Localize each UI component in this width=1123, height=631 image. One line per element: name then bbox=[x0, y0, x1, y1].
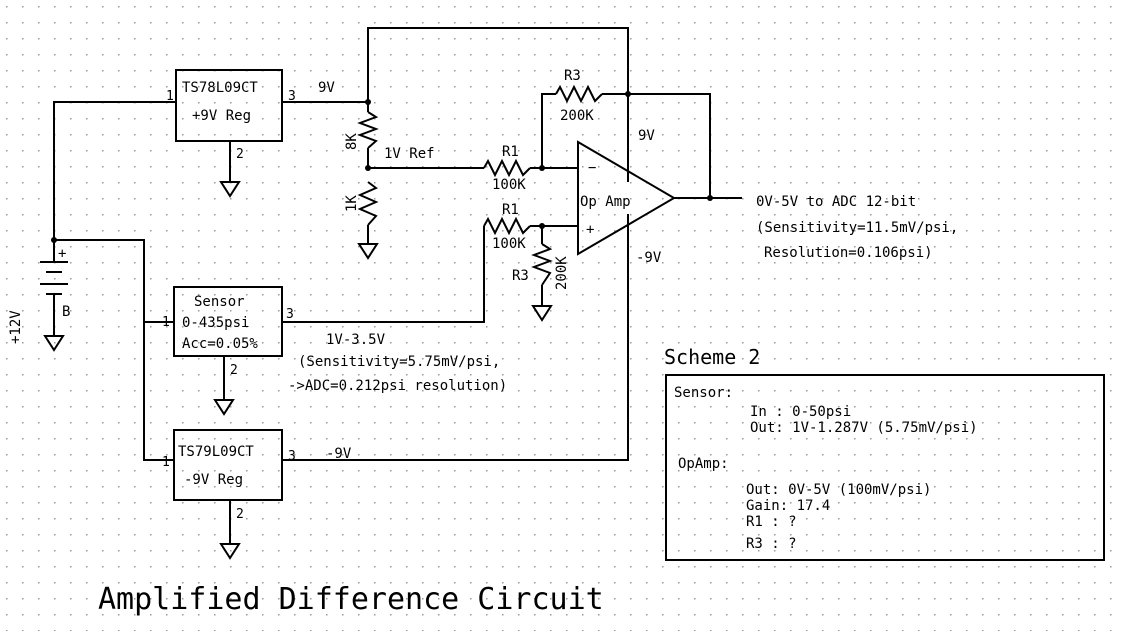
battery-name: B bbox=[62, 304, 70, 320]
reg-neg-part: TS79L09CT bbox=[178, 444, 254, 460]
scheme-heading: Scheme 2 bbox=[664, 345, 760, 369]
ref-label: 1V Ref bbox=[384, 146, 435, 162]
r1-bottom-name: R1 bbox=[502, 202, 519, 218]
resistor-divider-top: 8K bbox=[344, 111, 379, 150]
scheme-gain: Gain: 17.4 bbox=[746, 498, 830, 514]
r1-top-name: R1 bbox=[502, 144, 519, 160]
junctions bbox=[51, 91, 713, 243]
scheme-sensor-title: Sensor: bbox=[674, 385, 733, 401]
resistor-divider-bottom: 1K bbox=[344, 181, 379, 226]
resistor-r3-bottom: R3 200K bbox=[512, 243, 570, 290]
scheme-r3: R3 : ? bbox=[746, 536, 797, 552]
battery-plus: + bbox=[58, 246, 66, 262]
ground-icon bbox=[357, 243, 379, 260]
reg-neg-desc: -9V Reg bbox=[184, 472, 243, 488]
r1-top-value: 100K bbox=[492, 177, 526, 193]
r3-bottom-value: 200K bbox=[554, 256, 570, 290]
opamp-plus: + bbox=[586, 222, 594, 238]
sensor-acc: Acc=0.05% bbox=[182, 336, 258, 352]
reg-neg-pin-gnd: 2 bbox=[236, 507, 244, 522]
regulator-positive: TS78L09CT +9V Reg 1 3 2 9V bbox=[166, 69, 335, 162]
scheme-opamp-title: OpAmp: bbox=[678, 456, 729, 472]
reg-pos-pin-out: 3 bbox=[288, 89, 296, 104]
reg-neg-pin-in: 1 bbox=[162, 455, 170, 470]
ground-icon bbox=[213, 399, 235, 416]
sensor-pin-out: 3 bbox=[286, 307, 294, 322]
divider-top-value: 8K bbox=[344, 133, 360, 150]
sensor-pin-gnd: 2 bbox=[230, 363, 238, 378]
divider-bottom-value: 1K bbox=[344, 195, 360, 212]
ground-icon bbox=[531, 305, 553, 322]
sensor-range: 0-435psi bbox=[182, 315, 249, 331]
r3-bottom-name: R3 bbox=[512, 268, 529, 284]
regulator-negative: TS79L09CT -9V Reg 1 3 2 -9V bbox=[162, 429, 352, 522]
opamp-vneg: -9V bbox=[636, 250, 662, 266]
r1-bottom-value: 100K bbox=[492, 236, 526, 252]
wires bbox=[53, 27, 742, 544]
sensor-note-2: ->ADC=0.212psi resolution) bbox=[288, 378, 507, 394]
resistor-r1-top: R1 100K bbox=[483, 144, 531, 193]
reg-pos-pin-in: 1 bbox=[166, 89, 174, 104]
sensor-note-1: (Sensitivity=5.75mV/psi, bbox=[298, 354, 500, 370]
reg-pos-out-label: 9V bbox=[318, 80, 335, 96]
sensor-block: Sensor 0-435psi Acc=0.05% 1 3 2 1V-3.5V … bbox=[162, 286, 507, 394]
ground-icon bbox=[43, 335, 65, 352]
scheme-sensor-out: Out: 1V-1.287V (5.75mV/psi) bbox=[750, 420, 978, 436]
ground-icon bbox=[219, 181, 241, 198]
op-amp: − + Op Amp 9V -9V bbox=[577, 128, 676, 266]
resistor-r3-top: R3 200K bbox=[555, 68, 603, 124]
sensor-out-range: 1V-3.5V bbox=[326, 332, 386, 348]
scheme-panel: Scheme 2 Sensor: In : 0-50psi Out: 1V-1.… bbox=[664, 345, 1105, 561]
resistor-r1-bottom: R1 100K bbox=[483, 202, 531, 252]
r3-top-value: 200K bbox=[560, 108, 594, 124]
sensor-name: Sensor bbox=[194, 294, 245, 310]
reg-pos-desc: +9V Reg bbox=[192, 108, 251, 124]
reg-pos-part: TS78L09CT bbox=[182, 80, 258, 96]
output-line-1: 0V-5V to ADC 12-bit bbox=[756, 194, 916, 210]
opamp-label: Op Amp bbox=[580, 194, 631, 210]
output-annotation: 0V-5V to ADC 12-bit (Sensitivity=11.5mV/… bbox=[756, 194, 958, 261]
ground-icon bbox=[219, 543, 241, 560]
r3-top-name: R3 bbox=[564, 68, 581, 84]
ground-symbols bbox=[43, 181, 553, 560]
diagram-title: Amplified Difference Circuit bbox=[98, 582, 604, 617]
opamp-minus: − bbox=[588, 160, 596, 176]
opamp-vpos: 9V bbox=[638, 128, 655, 144]
reg-neg-out-label: -9V bbox=[326, 446, 352, 462]
battery-voltage: +12V bbox=[8, 310, 24, 344]
reg-neg-pin-out: 3 bbox=[288, 449, 296, 464]
output-line-3: Resolution=0.106psi) bbox=[764, 245, 933, 261]
scheme-opamp-out: Out: 0V-5V (100mV/psi) bbox=[746, 482, 931, 498]
output-line-2: (Sensitivity=11.5mV/psi, bbox=[756, 220, 958, 236]
reg-pos-pin-gnd: 2 bbox=[236, 147, 244, 162]
scheme-r1: R1 : ? bbox=[746, 514, 797, 530]
sensor-pin-in: 1 bbox=[162, 315, 170, 330]
scheme-sensor-in: In : 0-50psi bbox=[750, 404, 851, 420]
battery: + B +12V bbox=[8, 246, 70, 344]
